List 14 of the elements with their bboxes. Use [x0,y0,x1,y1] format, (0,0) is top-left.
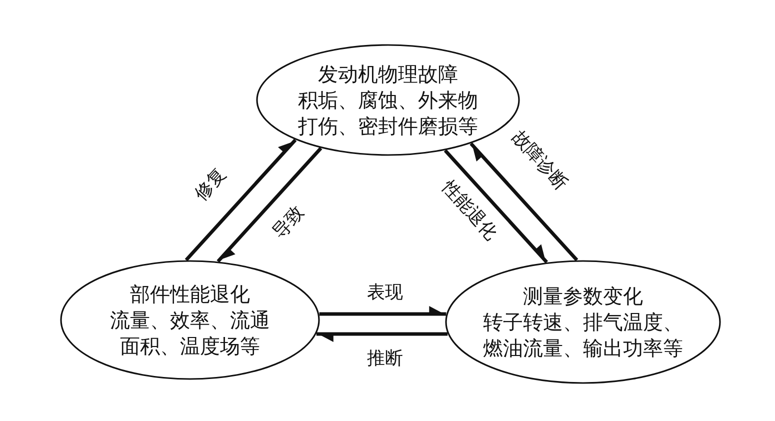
half-arrow [319,306,446,316]
node-description: 积垢、腐蚀、外来物打伤、密封件磨损等 [297,87,479,139]
node-title: 发动机物理故障 [318,61,458,87]
half-arrow [184,138,297,262]
half-arrow [316,332,448,342]
node-title: 测量参数变化 [523,283,643,309]
half-arrow [216,147,322,263]
node-description: 流量、效率、流通面积、温度场等 [109,307,271,359]
half-arrow [470,142,578,262]
half-arrow [444,149,548,264]
ellipse-node [445,260,721,384]
node-description: 转子转速、排气温度、燃油流量、输出功率等 [482,309,684,361]
ellipse-node [60,260,320,380]
node-title: 部件性能退化 [130,281,250,307]
